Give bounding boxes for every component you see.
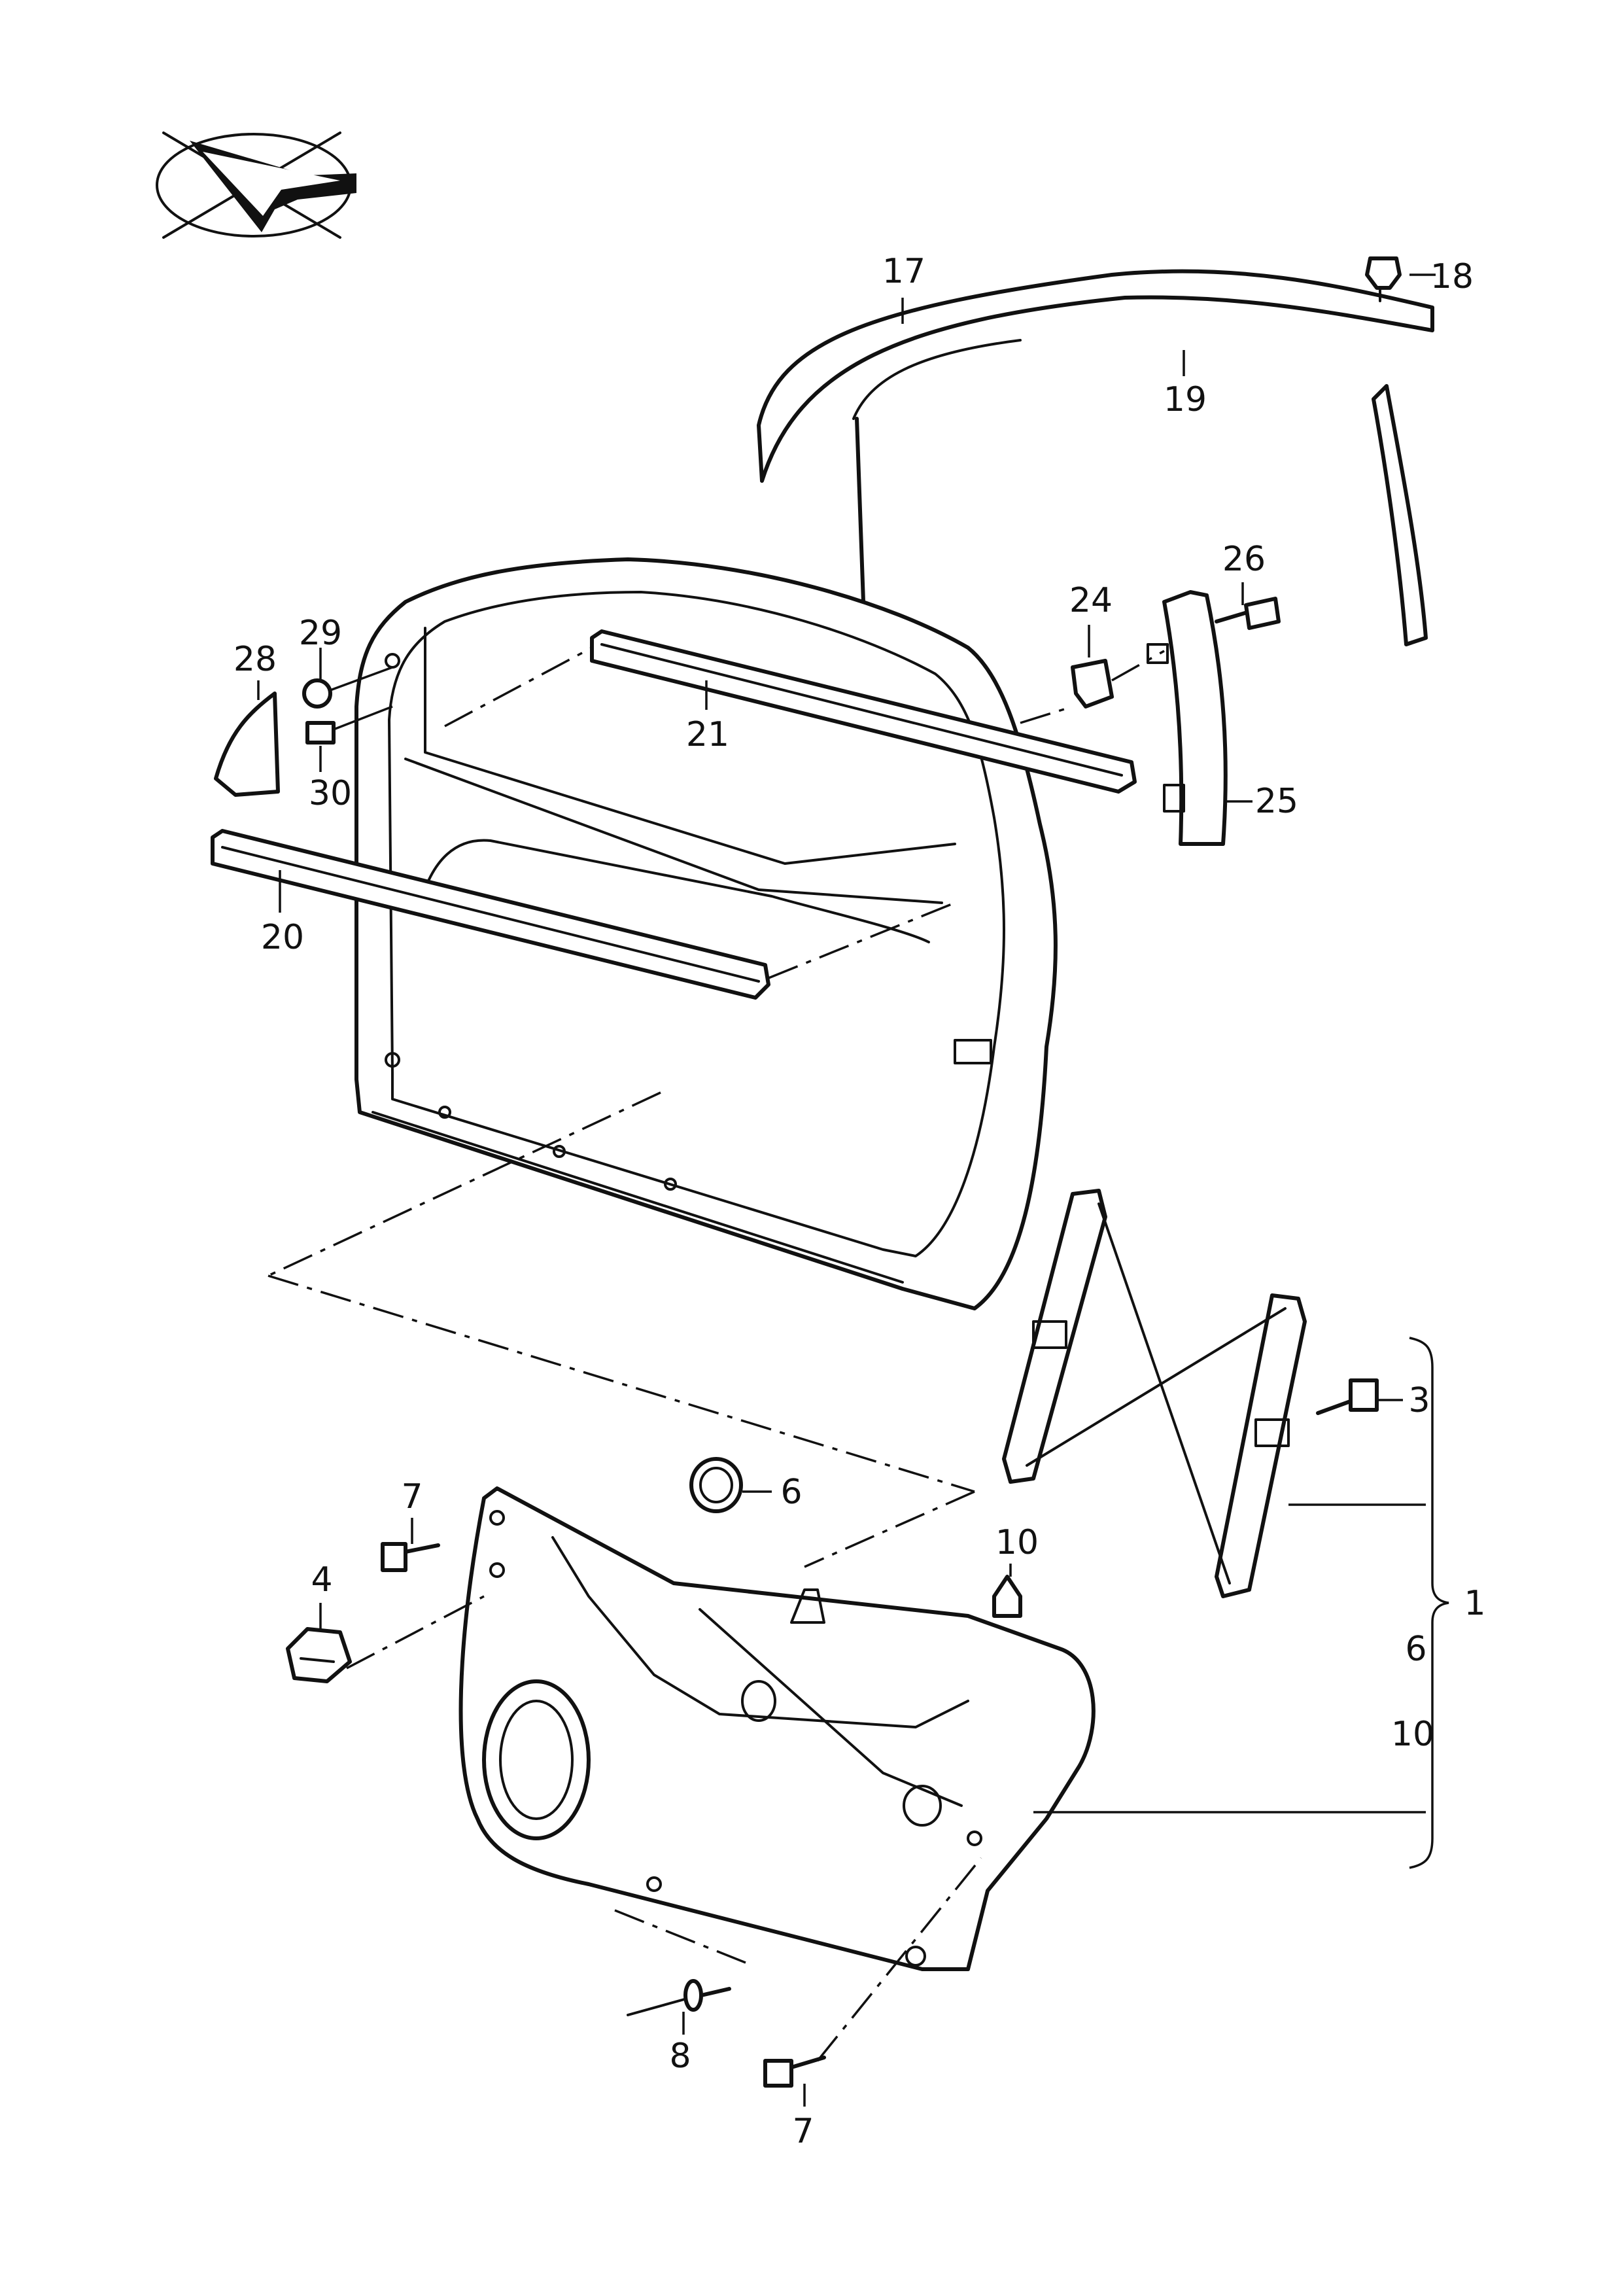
callout-26: 26 [1222,540,1266,579]
inner-belt-seal [590,629,1137,794]
screw-26-icon [1215,597,1281,630]
nut-29-icon [302,666,393,709]
grommet-10-icon [992,1575,1022,1618]
screw-3-icon [1316,1378,1379,1415]
callout-8: 8 [669,2037,691,2076]
clip-4-icon [286,1627,352,1683]
callout-7-upper: 7 [401,1477,423,1516]
callout-21: 21 [686,715,729,754]
callout-19: 19 [1164,380,1207,419]
window-regulator [1002,1189,1307,1598]
bolt-7-upper-icon [381,1542,440,1572]
rivet-8-icon [627,1979,731,2016]
orientation-emblem-icon [156,131,356,239]
clip-24-icon [1071,659,1114,709]
callout-7-lower: 7 [792,2112,814,2151]
callout-1: 1 [1464,1584,1485,1623]
b-pillar-trim [1147,590,1228,846]
callout-6: 6 [780,1473,802,1512]
callout-25: 25 [1255,782,1298,821]
bolt-7-lower-icon [763,2056,826,2088]
door-shell [354,557,1058,1310]
outer-belt-seal [211,829,770,1000]
callout-4: 4 [311,1560,332,1600]
callout-18: 18 [1430,257,1474,296]
callout-6-group: 6 [1405,1630,1426,1669]
callout-30: 30 [309,774,352,813]
door-module-carrier [458,1486,1096,1971]
callout-20: 20 [261,918,304,957]
clip-30-icon [305,705,393,745]
callout-24: 24 [1069,581,1113,620]
leader-lines [257,273,1449,2107]
grommet-6-icon [689,1457,743,1513]
clip-18-icon [1365,256,1402,302]
mirror-triangle-cover [214,692,280,797]
callout-3: 3 [1408,1381,1430,1420]
assembly-lines [268,646,1165,2062]
callout-29: 29 [299,614,342,653]
callout-17: 17 [882,252,925,291]
callout-10-group: 10 [1391,1715,1434,1754]
callout-labels: 17 18 19 26 24 29 28 21 30 25 20 3 6 7 1… [233,252,1486,2151]
callout-10: 10 [995,1523,1039,1562]
callout-28: 28 [233,640,277,679]
